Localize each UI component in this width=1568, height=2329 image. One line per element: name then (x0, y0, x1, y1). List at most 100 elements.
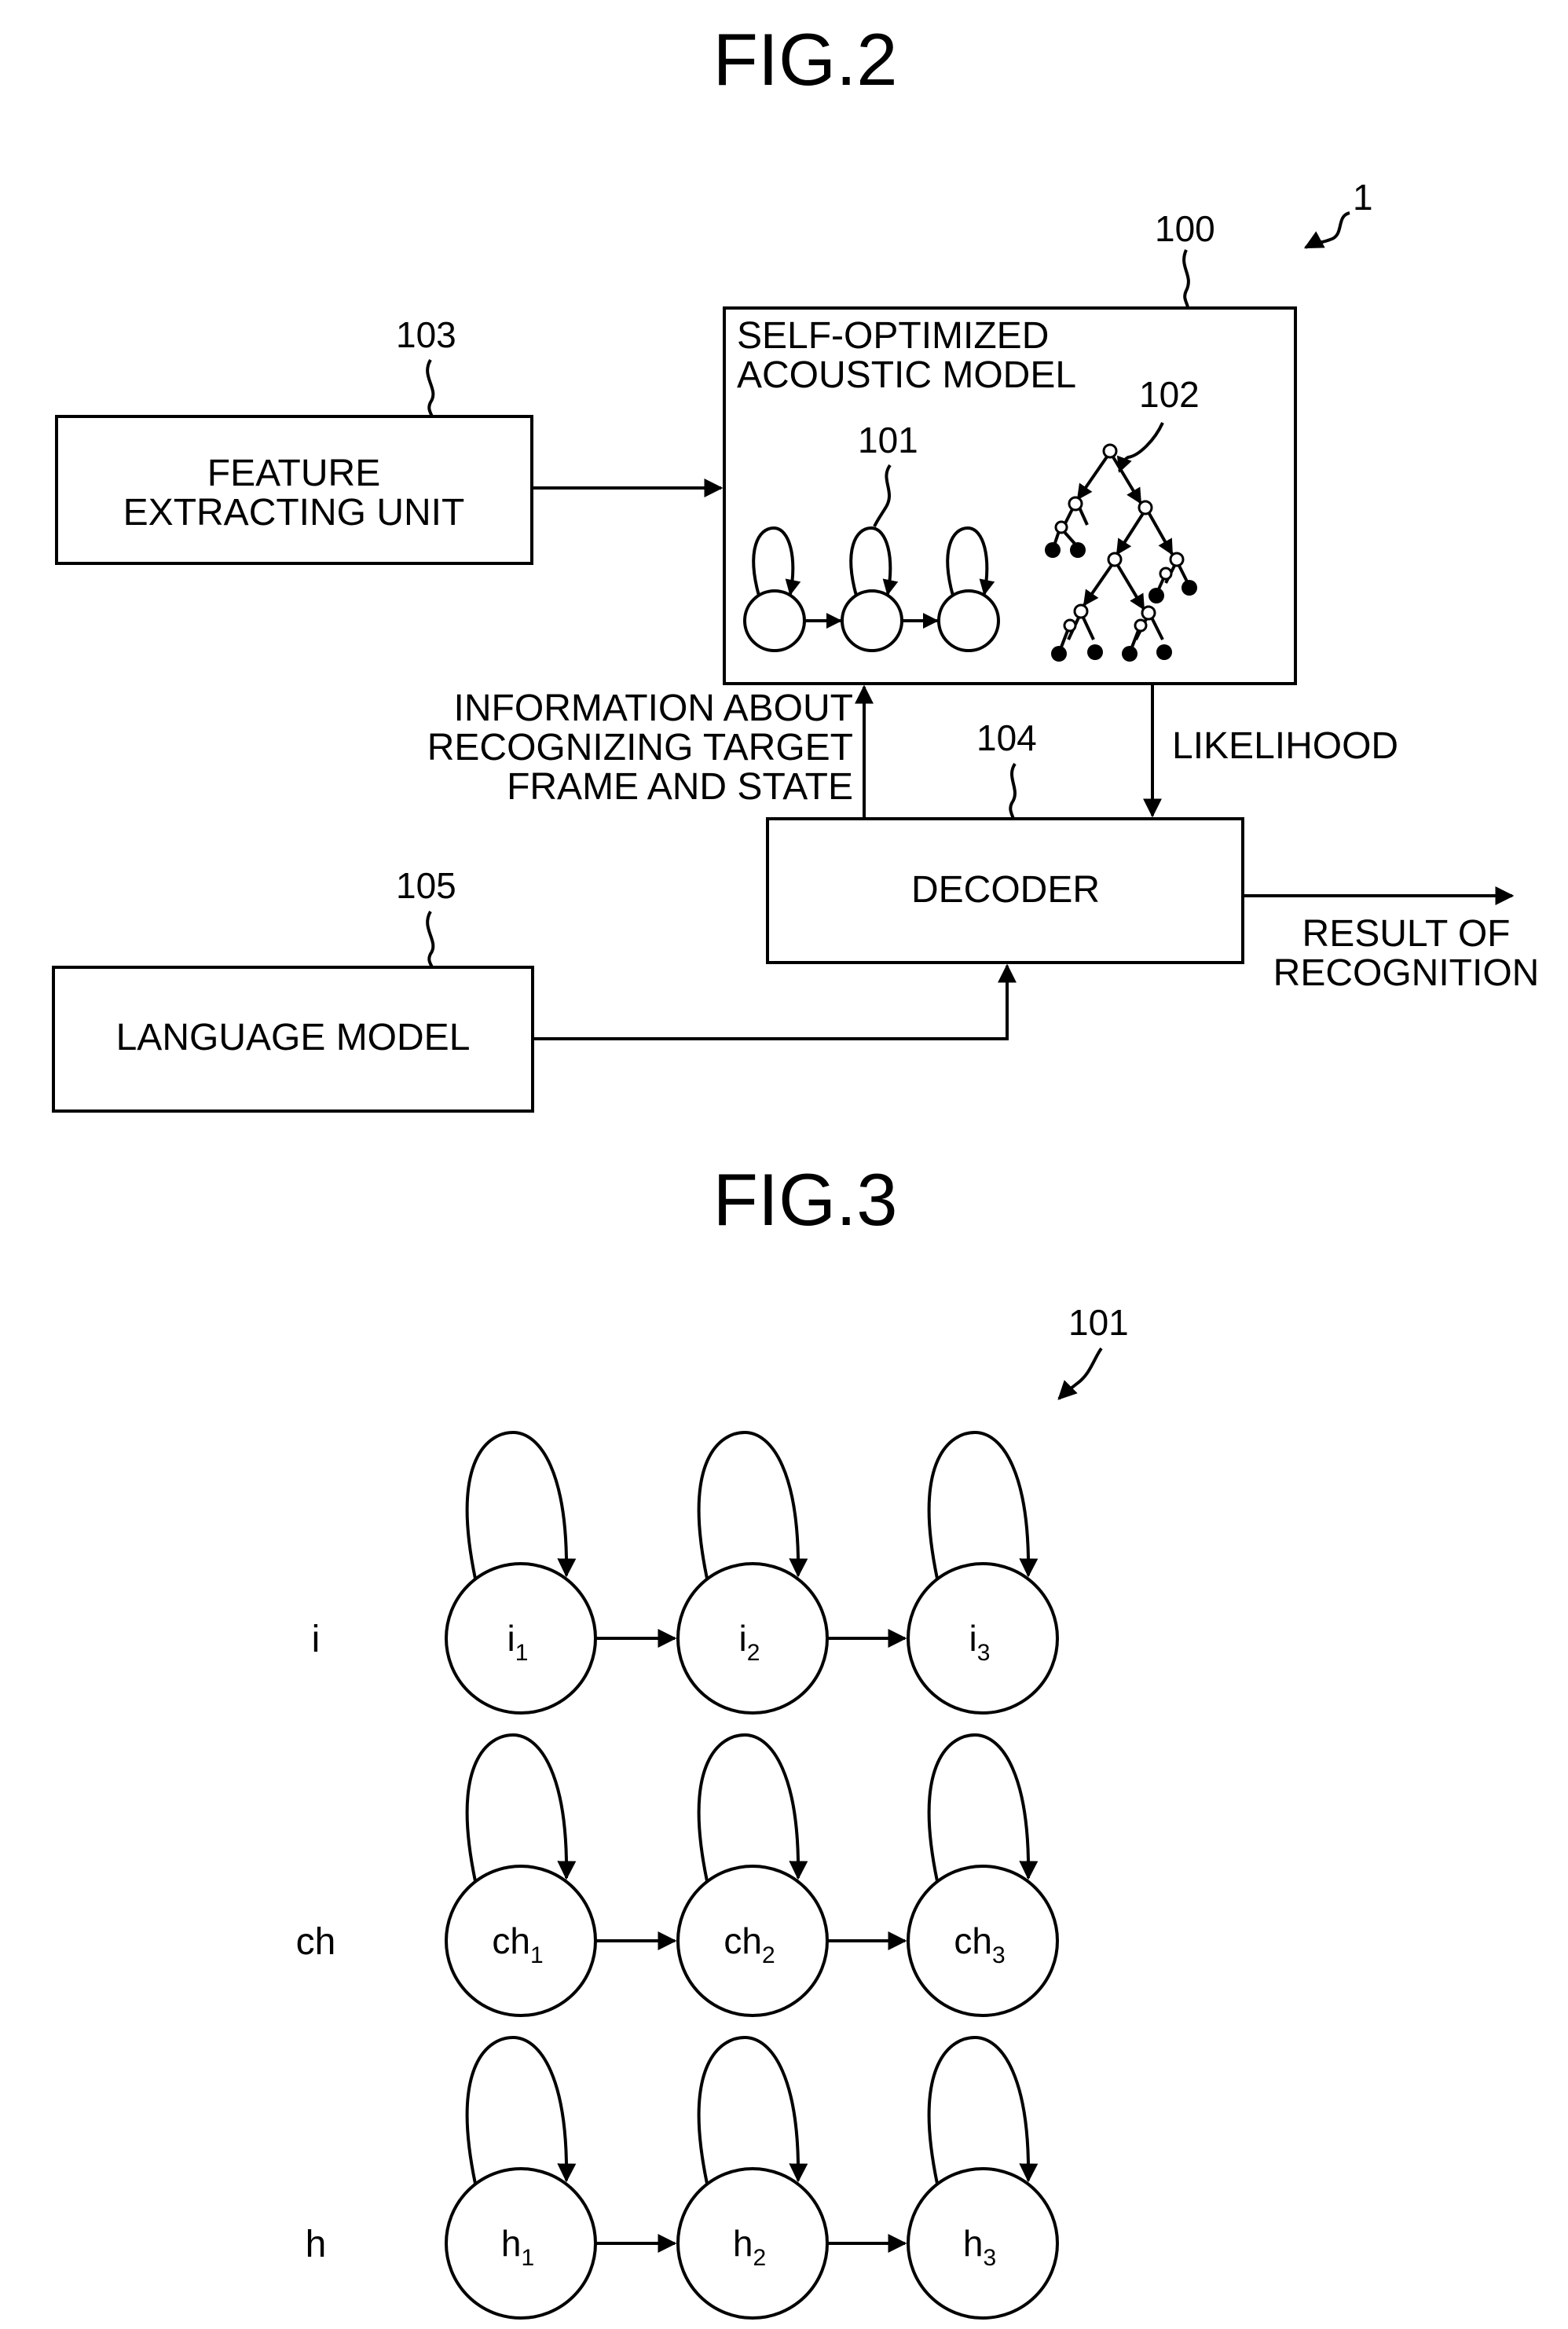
hmm-row-i: ii1i2i3 (312, 1432, 1057, 1713)
state-base: i (739, 1618, 747, 1659)
mini-hmm-state-3 (939, 591, 998, 651)
state-circle (678, 1564, 827, 1713)
language-model-box: LANGUAGE MODEL (53, 967, 533, 1111)
fig3-title: FIG.3 (713, 1158, 897, 1241)
decoder-label: DECODER (911, 869, 1100, 911)
feature-unit-ref: 103 (396, 314, 456, 355)
decoder-box: DECODER (768, 819, 1243, 963)
fig3-ref: 101 (1068, 1302, 1129, 1343)
state-circle (908, 1564, 1057, 1713)
tree-node (1139, 501, 1152, 514)
self-loop-arrow (467, 2037, 566, 2184)
state-subscript: 2 (747, 1640, 760, 1666)
tree-leaf (1045, 542, 1061, 558)
self-loop-arrow (699, 1735, 798, 1881)
hmm-state: i1 (446, 1432, 595, 1713)
state-subscript: 1 (530, 1942, 544, 1968)
acoustic-model-title-line1: SELF-OPTIMIZED (737, 315, 1049, 357)
hmm-state: ch1 (446, 1735, 595, 2015)
tree-leaf (1149, 588, 1164, 603)
hmm-state: i2 (678, 1432, 827, 1713)
state-base: h (963, 2223, 984, 2264)
feature-unit-line1: FEATURE (207, 453, 380, 494)
language-model-leader (427, 911, 433, 967)
likelihood-label: LIKELIHOOD (1172, 725, 1398, 767)
state-base: i (969, 1618, 977, 1659)
state-subscript: 1 (515, 1640, 529, 1666)
tree-node (1142, 607, 1155, 619)
tree-node (1075, 605, 1087, 618)
result-label-line1: RESULT OF (1302, 913, 1511, 955)
hmm-state: ch2 (678, 1735, 827, 2015)
state-circle (446, 1564, 595, 1713)
state-subscript: 2 (762, 1942, 775, 1968)
state-base: ch (492, 1920, 530, 1961)
hmm-state: ch3 (908, 1735, 1057, 2015)
state-subscript: 3 (983, 2245, 996, 2271)
self-loop-arrow (929, 1432, 1028, 1579)
tree-leaf (1070, 542, 1086, 558)
state-base: ch (724, 1920, 762, 1961)
system-ref-arrow (1306, 213, 1350, 248)
self-loop-arrow (467, 1735, 566, 1881)
hmm-row-label: ch (296, 1921, 336, 1963)
hmm-rows: ii1i2i3chch1ch2ch3hh1h2h3 (296, 1432, 1057, 2318)
acoustic-model-title-line2: ACOUSTIC MODEL (737, 354, 1076, 396)
state-subscript: 3 (977, 1640, 991, 1666)
self-loop-arrow (929, 1735, 1028, 1881)
hmm-state: i3 (908, 1432, 1057, 1713)
hmm-row-ch: chch1ch2ch3 (296, 1735, 1057, 2015)
mini-hmm-state-2 (842, 591, 902, 651)
hmm-row-label: i (312, 1619, 321, 1660)
state-subscript: 1 (521, 2245, 534, 2271)
tree-node (1056, 522, 1067, 533)
self-loop-arrow (699, 2037, 798, 2184)
acoustic-model-ref: 100 (1155, 208, 1215, 249)
state-base: ch (954, 1920, 992, 1961)
tree-leaf (1087, 644, 1103, 660)
tree-ref: 102 (1139, 374, 1200, 415)
language-model-label: LANGUAGE MODEL (116, 1017, 471, 1058)
state-subscript: 2 (753, 2245, 766, 2271)
fig2-title: FIG.2 (713, 18, 897, 101)
info-label-line2: RECOGNIZING TARGET (427, 727, 853, 768)
result-label-line2: RECOGNITION (1273, 952, 1540, 994)
info-label-line1: INFORMATION ABOUT (454, 688, 853, 729)
tree-leaf (1156, 644, 1172, 660)
hmm-state: h2 (678, 2037, 827, 2318)
tree-node (1160, 568, 1171, 579)
self-loop-arrow (929, 2037, 1028, 2184)
tree-leaf (1051, 646, 1067, 662)
self-loop-arrow (467, 1432, 566, 1579)
acoustic-model-box: SELF-OPTIMIZED ACOUSTIC MODEL (724, 308, 1295, 684)
acoustic-model-leader (1184, 250, 1189, 308)
tree-node (1069, 497, 1082, 510)
decoder-ref: 104 (976, 717, 1037, 758)
hmm-row-label: h (306, 2224, 327, 2265)
mini-hmm-ref: 101 (858, 420, 918, 460)
tree-node (1064, 620, 1075, 631)
tree-node (1108, 553, 1121, 566)
state-base: i (507, 1618, 515, 1659)
language-to-decoder-arrow (533, 966, 1007, 1039)
tree-leaf (1181, 580, 1197, 596)
tree-root-node (1104, 445, 1116, 457)
language-model-ref: 105 (396, 865, 456, 906)
feature-unit-line2: EXTRACTING UNIT (123, 492, 465, 534)
state-base: h (501, 2223, 522, 2264)
fig3-ref-arrow (1059, 1348, 1101, 1399)
hmm-state: h1 (446, 2037, 595, 2318)
self-loop-arrow (699, 1432, 798, 1579)
hmm-row-h: hh1h2h3 (306, 2037, 1057, 2318)
state-subscript: 3 (992, 1942, 1006, 1968)
tree-node (1171, 553, 1183, 566)
mini-hmm-state-1 (745, 591, 804, 651)
tree-leaf (1122, 646, 1138, 662)
system-ref: 1 (1353, 177, 1373, 218)
decoder-leader (1010, 764, 1015, 819)
hmm-state: h3 (908, 2037, 1057, 2318)
feature-extracting-unit-box: FEATURE EXTRACTING UNIT (57, 416, 532, 563)
info-label-line3: FRAME AND STATE (507, 766, 853, 808)
